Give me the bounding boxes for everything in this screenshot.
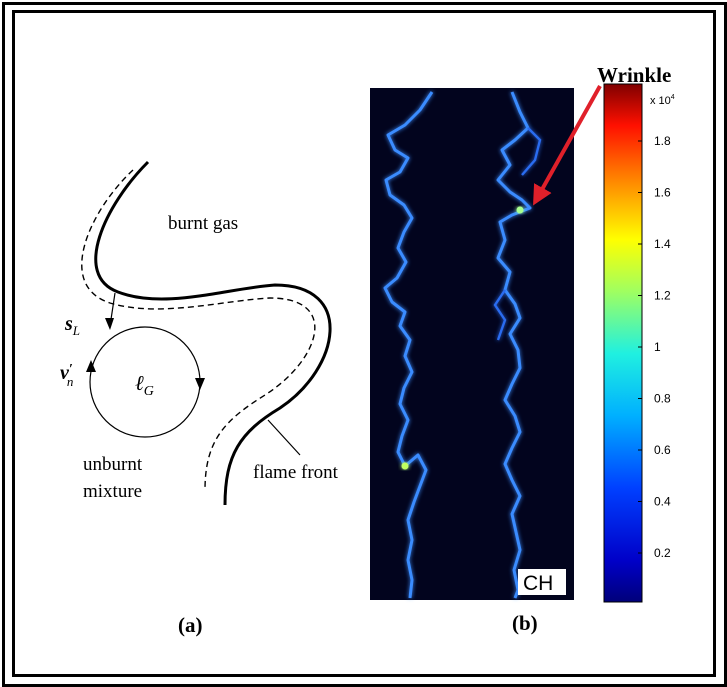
- right-flame-branch: [493, 127, 542, 341]
- right-flame-trace: [496, 91, 532, 599]
- inner-frame: [12, 10, 716, 677]
- colorbar-tick-label: 1.8: [654, 134, 671, 148]
- wrinkle-annotation: Wrinkle: [533, 63, 671, 206]
- flame-front-label: flame front: [253, 462, 339, 483]
- caption-b: (b): [512, 611, 538, 635]
- eddy-arrow-left: [86, 360, 96, 372]
- flame-front-line: [94, 160, 332, 506]
- colorbar-tick-label: 1.6: [654, 186, 671, 200]
- caption-a: (a): [178, 613, 203, 637]
- mixture-label: mixture: [83, 481, 142, 502]
- colorbar: x 104 1.8 1.6 1.4 1.2 1 0.8 0.6 0.4 0.2: [603, 83, 675, 603]
- colorbar-tick-label: 0.2: [654, 546, 671, 560]
- colorbar-tick-label: 0.4: [654, 495, 671, 509]
- bright-spot-lower: [401, 462, 409, 470]
- colorbar-tick-label: 1: [654, 340, 661, 354]
- colorbar-ticks: 1.8 1.6 1.4 1.2 1 0.8 0.6 0.4 0.2: [638, 134, 671, 560]
- bright-spot-wrinkle: [516, 206, 524, 214]
- flame-front-leader: [267, 419, 301, 456]
- colorbar-tick-label: 0.6: [654, 443, 671, 457]
- left-flame-trace: [383, 91, 434, 599]
- colorbar-tick-label: 1.2: [654, 289, 671, 303]
- eddy-arrow-right: [195, 378, 205, 390]
- lG-label: ℓG: [135, 371, 154, 399]
- burnt-gas-label: burnt gas: [168, 213, 238, 234]
- unburnt-label: unburnt: [83, 454, 143, 475]
- ch-image-background: [370, 88, 574, 600]
- wrinkle-arrow: [533, 85, 602, 206]
- ch-label-box: [518, 569, 566, 595]
- vn-label: v′n: [60, 362, 73, 389]
- panel-b-ch-image: CH: [370, 88, 574, 600]
- panel-a-diagram: burnt gas sL v′n ℓG unburnt mixture flam…: [60, 160, 339, 637]
- colorbar-multiplier: x 104: [650, 94, 675, 107]
- ch-label: CH: [523, 572, 553, 595]
- wrinkle-label: Wrinkle: [597, 63, 671, 87]
- sL-label: sL: [64, 313, 80, 338]
- colorbar-gradient: [603, 83, 643, 603]
- colorbar-tick-label: 1.4: [654, 237, 671, 251]
- colorbar-tick-label: 0.8: [654, 392, 671, 406]
- preheat-boundary-dashed: [81, 169, 316, 491]
- eddy-circle: [89, 326, 201, 438]
